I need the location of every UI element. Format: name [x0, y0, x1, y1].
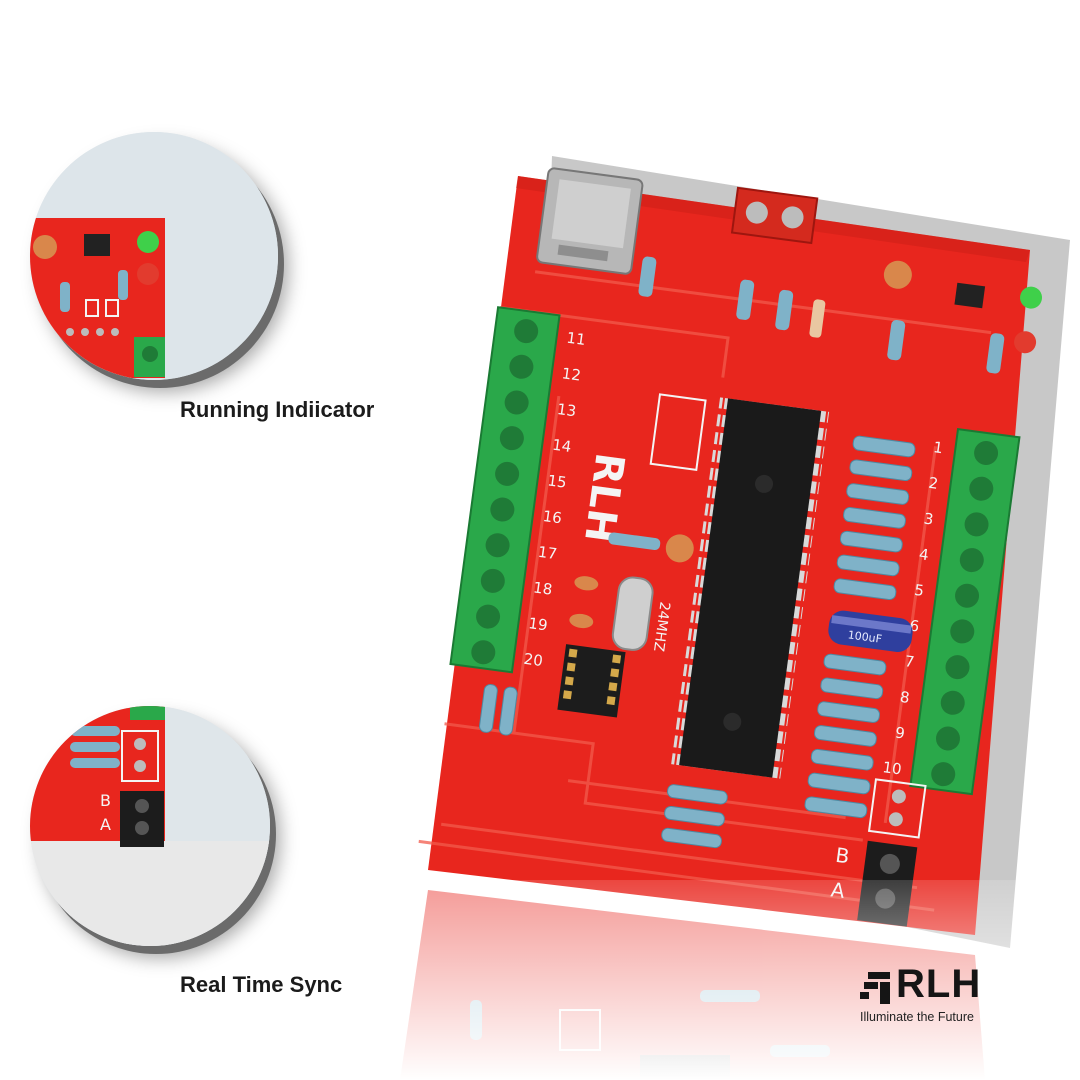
brand-mark-icon — [860, 972, 890, 1004]
brand-name: RLH — [896, 962, 982, 1006]
pin-label-left: 20 — [523, 650, 544, 670]
crystal-label: 24MHZ — [650, 601, 672, 653]
right-terminal-block — [909, 427, 1021, 796]
power-terminal — [730, 186, 819, 245]
pin-label-right: 2 — [927, 474, 939, 493]
pin-label-left: 16 — [542, 507, 563, 527]
zoom-detail-leds — [30, 132, 278, 380]
zoom-label-b: B — [100, 791, 111, 810]
pin-label-left: 11 — [565, 329, 586, 349]
caption-running-indicator: Running Indiicator — [180, 397, 375, 422]
red-led — [1014, 331, 1037, 354]
crystal-oscillator — [611, 576, 654, 651]
zoom-detail-terminal: B A — [30, 706, 270, 946]
terminal-label-b: B — [834, 843, 851, 869]
brand-tagline: Illuminate the Future — [860, 1010, 974, 1024]
zoom-running-indicator — [30, 132, 278, 380]
caption-real-time-sync: Real Time Sync — [180, 972, 343, 997]
pin-label-right: 7 — [904, 652, 916, 671]
green-led-zoom — [137, 231, 159, 253]
microcontroller-chip — [671, 397, 830, 779]
green-led — [1020, 286, 1043, 309]
pin-label-right: 9 — [894, 724, 906, 743]
red-led-zoom — [137, 263, 159, 285]
pin-label-left: 13 — [556, 400, 577, 420]
pin-label-right: 4 — [918, 545, 930, 564]
pin-label-right: 6 — [908, 616, 920, 635]
pin-label-right: 3 — [923, 509, 935, 528]
pin-label-right: 1 — [932, 438, 944, 457]
pin-label-right: 10 — [881, 758, 902, 778]
zoom-label-a: A — [100, 815, 111, 834]
pin-label-right: 5 — [913, 581, 925, 600]
pin-label-left: 14 — [551, 436, 572, 456]
pin-label-left: 17 — [537, 543, 558, 563]
left-terminal-block — [449, 306, 561, 674]
pin-label-right: 8 — [899, 688, 911, 707]
pin-label-left: 18 — [532, 578, 553, 598]
capacitor-label: 100uF — [847, 628, 883, 645]
pin-label-left: 19 — [527, 614, 548, 634]
pin-label-left: 15 — [546, 471, 567, 491]
brand-logo: RLH Illuminate the Future — [858, 962, 1028, 1028]
zoom-real-time-sync: B A — [30, 706, 270, 946]
pin-label-left: 12 — [561, 364, 582, 384]
